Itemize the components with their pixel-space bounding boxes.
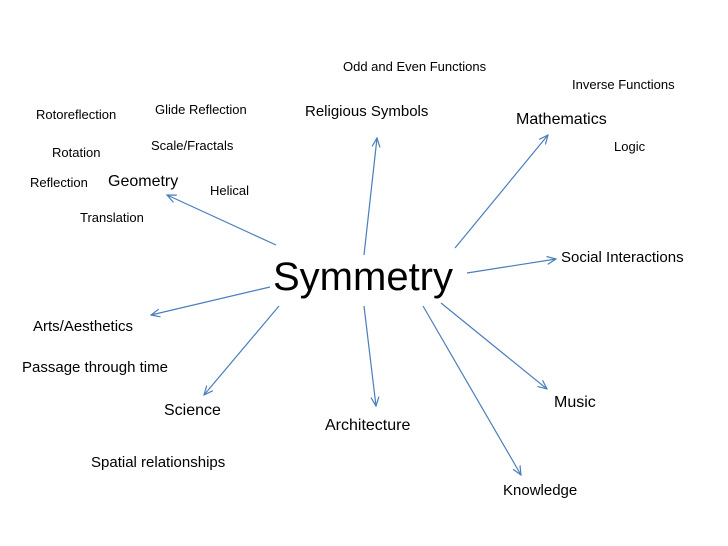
term-reflection: Reflection bbox=[30, 175, 88, 190]
term-passage-through-time: Passage through time bbox=[22, 359, 168, 376]
node-music: Music bbox=[554, 394, 596, 411]
arrow-to-geometry bbox=[167, 195, 277, 246]
term-rotoreflection: Rotoreflection bbox=[36, 107, 117, 122]
term-inverse-functions: Inverse Functions bbox=[572, 77, 675, 92]
term-rotation: Rotation bbox=[52, 145, 101, 160]
arrow-to-social-interactions bbox=[466, 259, 556, 274]
term-helical: Helical bbox=[210, 183, 250, 198]
term-logic: Logic bbox=[614, 139, 646, 154]
arrow-to-mathematics bbox=[454, 135, 548, 249]
arrow-to-science bbox=[204, 305, 280, 395]
node-knowledge: Knowledge bbox=[503, 482, 578, 499]
term-spatial-relationships: Spatial relationships bbox=[91, 454, 226, 471]
arrow-to-knowledge bbox=[422, 305, 521, 475]
node-religious-symbols: Religious Symbols bbox=[305, 103, 429, 120]
central-topic: Symmetry bbox=[273, 255, 453, 299]
arrow-to-music bbox=[440, 302, 547, 389]
node-arts-aesthetics: Arts/Aesthetics bbox=[33, 318, 134, 335]
node-science: Science bbox=[164, 402, 221, 419]
term-scale-fractals: Scale/Fractals bbox=[151, 138, 234, 153]
node-architecture: Architecture bbox=[325, 417, 411, 434]
node-geometry: Geometry bbox=[108, 173, 179, 190]
arrow-to-architecture bbox=[363, 305, 376, 406]
term-glide-reflection: Glide Reflection bbox=[155, 102, 247, 117]
node-social-interactions: Social Interactions bbox=[561, 249, 684, 266]
term-translation: Translation bbox=[80, 210, 144, 225]
arrow-to-arts-aesthetics bbox=[151, 286, 271, 315]
node-mathematics: Mathematics bbox=[516, 111, 607, 128]
arrow-to-religious-symbols bbox=[363, 138, 377, 256]
term-odd-even-functions: Odd and Even Functions bbox=[343, 59, 487, 74]
